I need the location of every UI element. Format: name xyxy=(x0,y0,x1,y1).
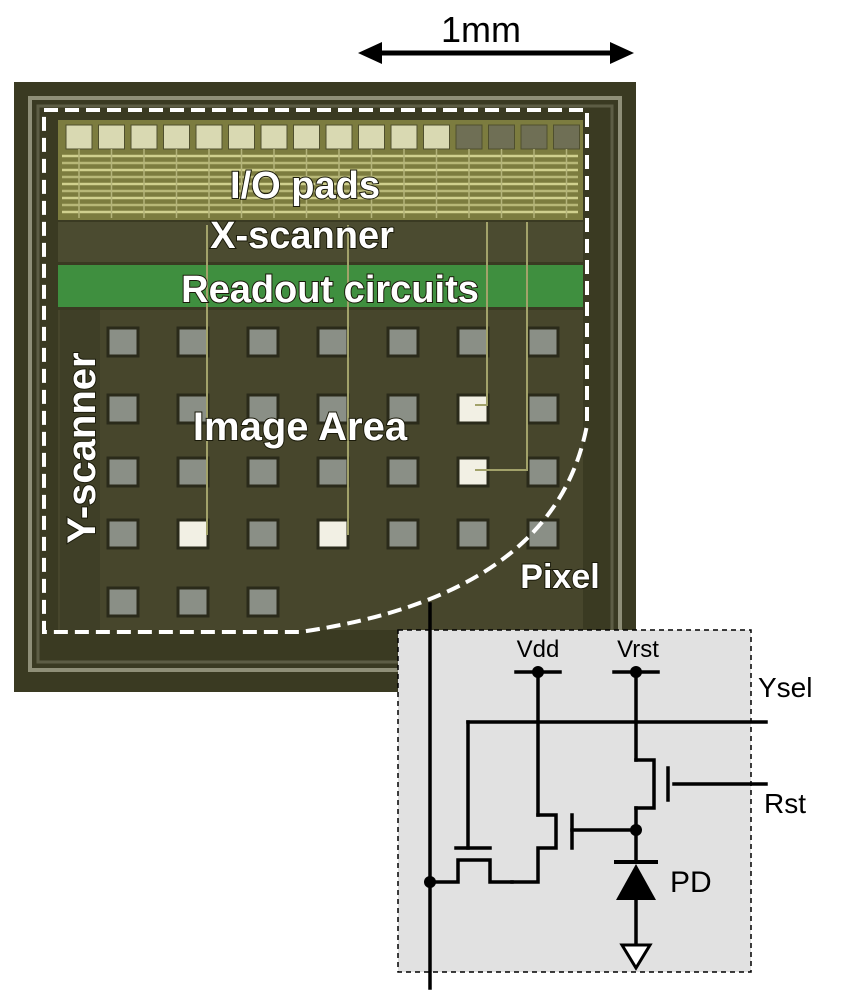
y-scanner-label: Y-scanner xyxy=(60,352,104,543)
io-pad xyxy=(455,124,483,150)
pixel-pad xyxy=(246,518,280,550)
pixel-pad xyxy=(246,393,280,425)
pixel-pad xyxy=(176,393,210,425)
io-pad xyxy=(195,124,223,150)
pixel-pad xyxy=(176,518,210,550)
io-pad xyxy=(228,124,255,150)
pixel-pad xyxy=(106,518,140,550)
photodiode-symbol xyxy=(614,860,658,971)
pixel-pad xyxy=(316,393,350,425)
pixel-pad xyxy=(526,393,560,425)
pixel-pad xyxy=(386,326,420,358)
pixel-pad xyxy=(176,326,210,358)
pixel-pad xyxy=(456,518,490,550)
pd-label: PD xyxy=(670,866,712,899)
scale-bar: 1mm xyxy=(358,9,634,64)
io-pad xyxy=(520,124,548,150)
pixel-pad xyxy=(246,456,280,488)
chip-photo: I/O pads X-scanner Readout circuits Imag… xyxy=(14,82,636,692)
io-pad xyxy=(65,124,93,150)
pixel-label: Pixel xyxy=(520,558,599,596)
pixel-pad xyxy=(316,518,350,550)
pixel-pad xyxy=(526,456,560,488)
vrst-node xyxy=(630,666,642,678)
io-pad xyxy=(553,124,580,150)
pixel-pad xyxy=(246,586,280,618)
io-pad xyxy=(423,124,450,150)
fd-node xyxy=(630,824,642,836)
pixel-pad-grid xyxy=(106,326,560,618)
pixel-pad xyxy=(456,326,490,358)
pixel-pad xyxy=(246,326,280,358)
pixel-pad xyxy=(106,586,140,618)
pixel-pad xyxy=(176,456,210,488)
io-trace-lines xyxy=(62,149,578,218)
circuit-nodes xyxy=(424,666,642,888)
ground-symbol xyxy=(619,943,653,971)
chip-border xyxy=(28,96,622,672)
readout-circuits-label: Readout circuits xyxy=(181,269,479,311)
pixel-pad xyxy=(106,326,140,358)
io-pads-label: I/O pads xyxy=(230,165,380,207)
x-scanner-label: X-scanner xyxy=(210,215,394,257)
circuit-box xyxy=(397,629,752,973)
io-pad xyxy=(293,124,320,150)
io-pad xyxy=(325,124,353,150)
image-area-label: Image Area xyxy=(193,405,408,449)
ysel-label: Ysel xyxy=(758,672,812,703)
pixel-pad xyxy=(316,456,350,488)
x-scanner-band xyxy=(58,222,583,262)
pixel-pad xyxy=(456,456,490,488)
pixel-pad xyxy=(106,393,140,425)
pixel-pad xyxy=(316,326,350,358)
io-pad xyxy=(488,124,515,150)
pixel-pad xyxy=(386,456,420,488)
io-pad xyxy=(98,124,125,150)
vrst-label: Vrst xyxy=(617,636,659,663)
pixel-pad xyxy=(526,326,560,358)
dashed-region-outline xyxy=(42,108,589,634)
vdd-node xyxy=(532,666,544,678)
readout-band xyxy=(58,265,583,307)
pixel-pad xyxy=(386,393,420,425)
column-node xyxy=(424,876,436,888)
io-pad xyxy=(358,124,385,150)
bonding-traces xyxy=(206,222,528,535)
pixel-pad xyxy=(176,586,210,618)
circuit-wires xyxy=(428,602,768,990)
pixel-pad xyxy=(456,393,490,425)
io-pad xyxy=(130,124,158,150)
scale-bar-label: 1mm xyxy=(441,9,521,50)
pixel-pad xyxy=(526,518,560,550)
io-pad xyxy=(260,124,288,150)
pixel-pad xyxy=(386,518,420,550)
io-pad xyxy=(390,124,418,150)
pixel-circuit: Vdd Vrst Ysel Rst PD xyxy=(397,602,812,990)
vdd-label: Vdd xyxy=(517,636,560,663)
io-pad xyxy=(163,124,190,150)
rst-label: Rst xyxy=(764,788,806,819)
pixel-pad xyxy=(106,456,140,488)
y-scanner-band xyxy=(60,310,100,630)
